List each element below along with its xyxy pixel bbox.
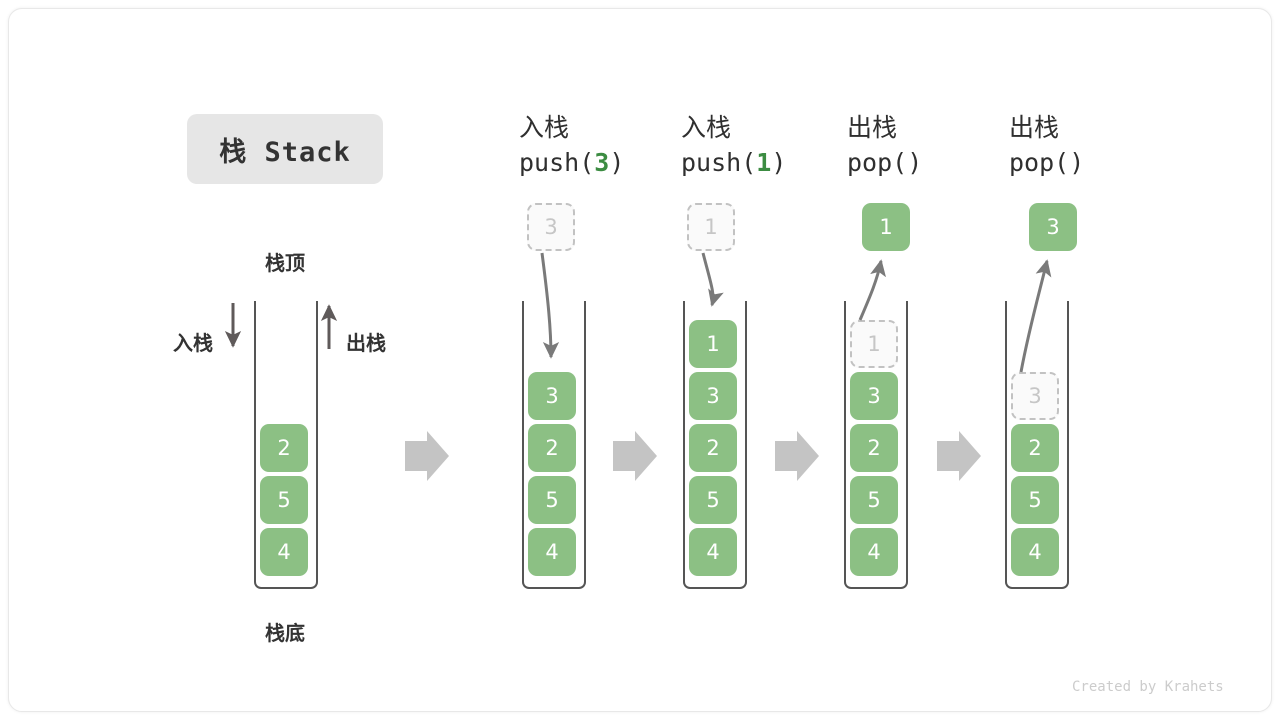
op-call-arg: 1 <box>756 148 772 177</box>
stack-cell: 5 <box>1011 476 1059 524</box>
stack-cell: 3 <box>689 372 737 420</box>
pop-direction-label: 出栈 <box>346 331 386 355</box>
step-op-label: 出栈 <box>1009 113 1060 142</box>
stack-cell-ghost: 3 <box>1011 372 1059 420</box>
step-op-call: pop() <box>847 145 1017 181</box>
step-connector-arrow-icon <box>613 431 657 481</box>
outgoing-value-box: 3 <box>1029 203 1077 251</box>
stack-bottom-label: 栈底 <box>265 621 305 645</box>
step-op-label: 入栈 <box>681 113 732 142</box>
stack-cell-ghost: 1 <box>850 320 898 368</box>
page-title: 栈 Stack <box>187 114 383 184</box>
footer-credit: Created by Krahets <box>1072 679 1224 695</box>
stack-cell: 5 <box>689 476 737 524</box>
stack-cell: 4 <box>260 528 308 576</box>
step-connector-arrow-icon <box>937 431 981 481</box>
stack-container-pop-3 <box>1005 301 1069 589</box>
stack-cell: 4 <box>528 528 576 576</box>
stack-container-push-1 <box>683 301 747 589</box>
op-call-suffix: ) <box>609 148 625 177</box>
step-connector-arrow-icon <box>405 431 449 481</box>
stack-cell: 1 <box>689 320 737 368</box>
stack-cell: 2 <box>260 424 308 472</box>
op-call-arg: 3 <box>594 148 610 177</box>
op-call-prefix: push( <box>519 148 595 177</box>
step-header-push-1: 入栈 push(1) <box>681 111 851 181</box>
stack-cell: 2 <box>528 424 576 472</box>
step-op-call: push(3) <box>519 145 689 181</box>
stack-cell: 3 <box>850 372 898 420</box>
push-flow-arrow-1-icon <box>701 252 724 307</box>
step-header-push-3: 入栈 push(3) <box>519 111 689 181</box>
stack-top-label: 栈顶 <box>265 251 305 275</box>
push-direction-label: 入栈 <box>173 331 213 355</box>
step-op-label: 入栈 <box>519 113 570 142</box>
stack-cell: 4 <box>850 528 898 576</box>
op-call-prefix: pop( <box>847 148 908 177</box>
stack-cell: 4 <box>1011 528 1059 576</box>
stack-container-base <box>254 301 318 589</box>
op-call-suffix: ) <box>907 148 923 177</box>
step-connector-arrow-icon <box>775 431 819 481</box>
stack-cell: 4 <box>689 528 737 576</box>
incoming-value-box: 1 <box>687 203 735 251</box>
step-header-pop-3: 出栈 pop() <box>1009 111 1179 181</box>
incoming-value-box: 3 <box>527 203 575 251</box>
stack-cell: 5 <box>260 476 308 524</box>
stack-container-push-3 <box>522 301 586 589</box>
step-op-call: pop() <box>1009 145 1179 181</box>
op-call-prefix: pop( <box>1009 148 1070 177</box>
stack-container-pop-1 <box>844 301 908 589</box>
stack-cell: 3 <box>528 372 576 420</box>
stack-cell: 5 <box>528 476 576 524</box>
stack-cell: 5 <box>850 476 898 524</box>
outgoing-value-box: 1 <box>862 203 910 251</box>
op-call-suffix: ) <box>1069 148 1085 177</box>
step-op-call: push(1) <box>681 145 851 181</box>
stack-cell: 2 <box>689 424 737 472</box>
op-call-suffix: ) <box>771 148 787 177</box>
stack-cell: 2 <box>1011 424 1059 472</box>
stack-cell: 2 <box>850 424 898 472</box>
op-call-prefix: push( <box>681 148 757 177</box>
diagram-canvas: 栈 Stack 栈顶 入栈 出栈 2 5 4 栈底 入栈 push(3) 3 3… <box>8 8 1272 712</box>
step-op-label: 出栈 <box>847 113 898 142</box>
step-header-pop-1: 出栈 pop() <box>847 111 1017 181</box>
